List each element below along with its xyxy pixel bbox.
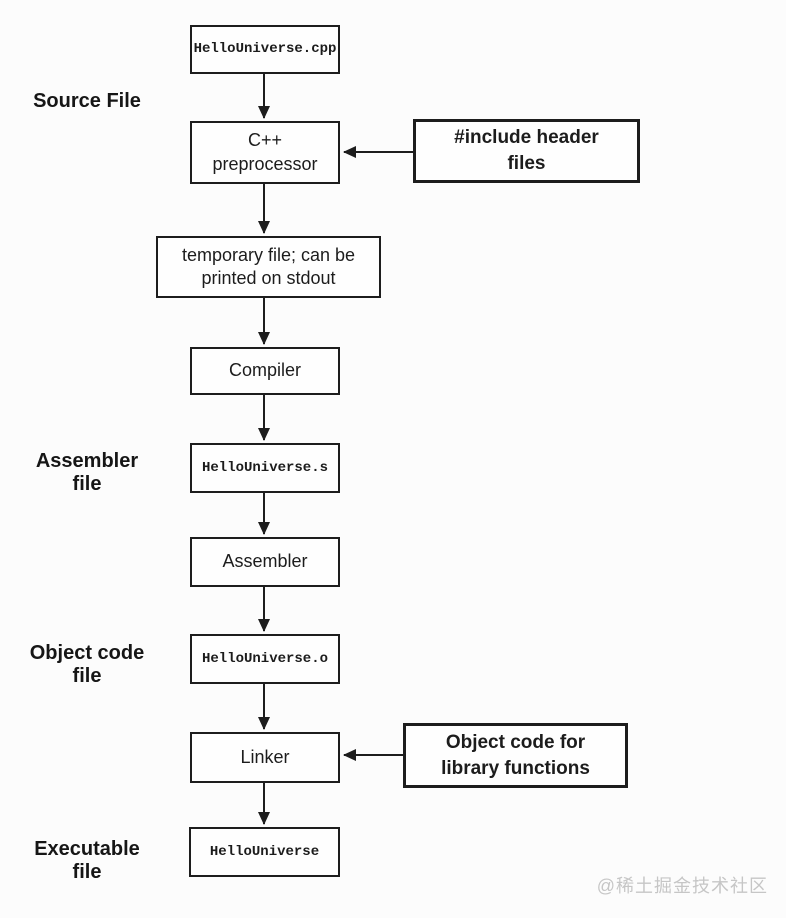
node-cpp-preprocessor: C++ preprocessor: [190, 121, 340, 184]
node-assembler-file: HelloUniverse.s: [190, 443, 340, 493]
node-executable: HelloUniverse: [189, 827, 340, 877]
label-executable-file: Executable file: [34, 838, 140, 883]
node-linker: Linker: [190, 732, 340, 783]
label-object-code-file: Object code file: [29, 642, 145, 687]
node-source-file: HelloUniverse.cpp: [190, 25, 340, 74]
watermark-text: @稀土掘金技术社区: [596, 876, 768, 896]
label-assembler-file: Assembler file: [35, 450, 139, 495]
node-library-object-code: Object code for library functions: [403, 723, 628, 788]
node-object-file: HelloUniverse.o: [190, 634, 340, 684]
node-include-header-files: #include header files: [413, 119, 640, 183]
node-assembler: Assembler: [190, 537, 340, 587]
node-compiler: Compiler: [190, 347, 340, 395]
label-source-file: Source File: [33, 90, 141, 112]
node-temporary-file: temporary file; can be printed on stdout: [156, 236, 381, 298]
